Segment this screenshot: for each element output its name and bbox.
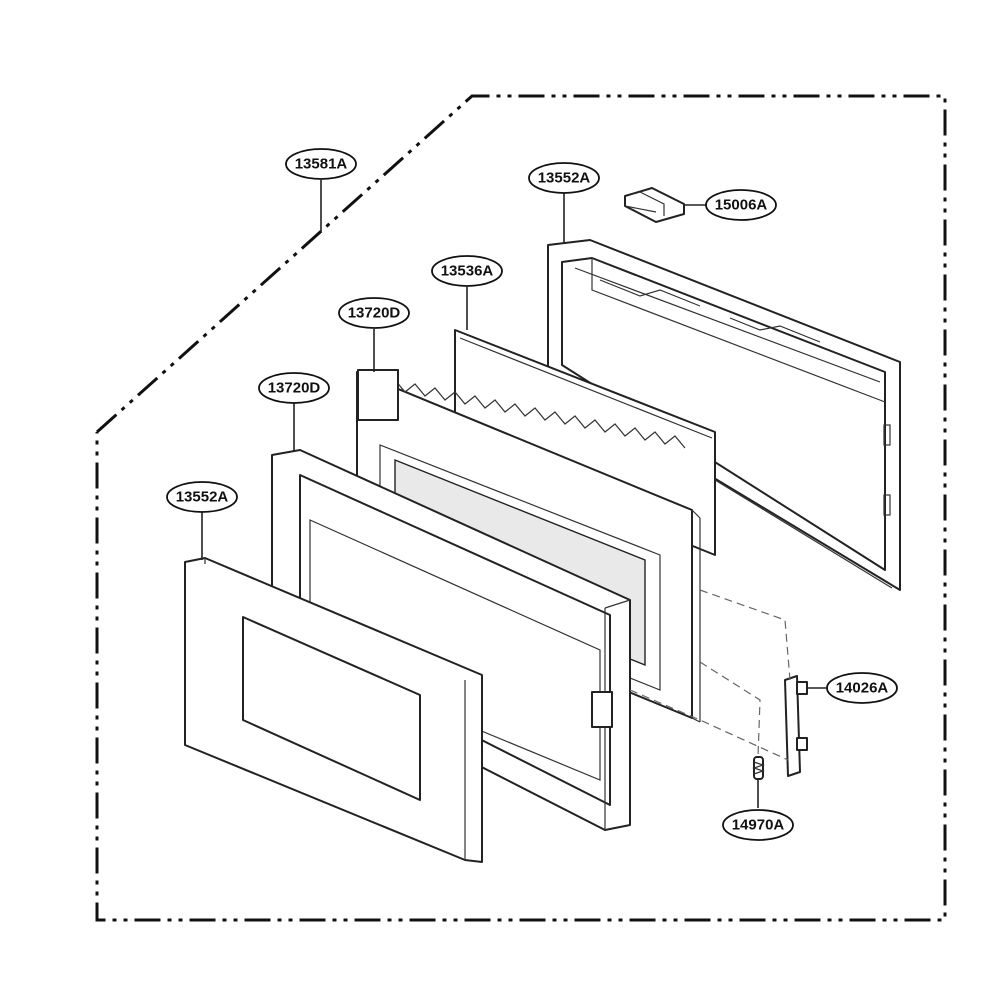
svg-text:13552A: 13552A bbox=[538, 170, 591, 187]
front-door-frame bbox=[271, 449, 631, 831]
svg-text:13581A: 13581A bbox=[295, 156, 348, 173]
part-label-15006A: 15006A bbox=[705, 189, 777, 221]
rear-door-frame bbox=[547, 239, 901, 591]
part-label-14026A: 14026A bbox=[826, 672, 898, 704]
latch-lever bbox=[784, 675, 808, 777]
part-label-13536A: 13536A bbox=[431, 255, 503, 287]
latch-spring bbox=[752, 756, 765, 780]
part-label-14970A: 14970A bbox=[722, 809, 794, 841]
svg-text:13720D: 13720D bbox=[268, 380, 321, 397]
part-label-13720D-back: 13720D bbox=[338, 297, 410, 329]
part-label-13552A-top: 13552A bbox=[528, 162, 600, 194]
svg-text:15006A: 15006A bbox=[715, 197, 768, 214]
svg-text:13552A: 13552A bbox=[176, 489, 229, 506]
assembly-guides bbox=[629, 589, 791, 761]
hinge-bracket bbox=[624, 187, 685, 223]
outer-door-panel bbox=[184, 557, 483, 863]
part-label-13720D-front: 13720D bbox=[258, 372, 330, 404]
assembly-boundary bbox=[95, 94, 947, 922]
leader-lines bbox=[201, 180, 827, 808]
svg-text:14970A: 14970A bbox=[732, 817, 785, 834]
svg-text:13536A: 13536A bbox=[441, 263, 494, 280]
part-label-13552A-bottom: 13552A bbox=[166, 481, 238, 513]
svg-text:14026A: 14026A bbox=[836, 680, 889, 697]
part-label-13581A: 13581A bbox=[285, 148, 357, 180]
svg-text:13720D: 13720D bbox=[348, 305, 401, 322]
